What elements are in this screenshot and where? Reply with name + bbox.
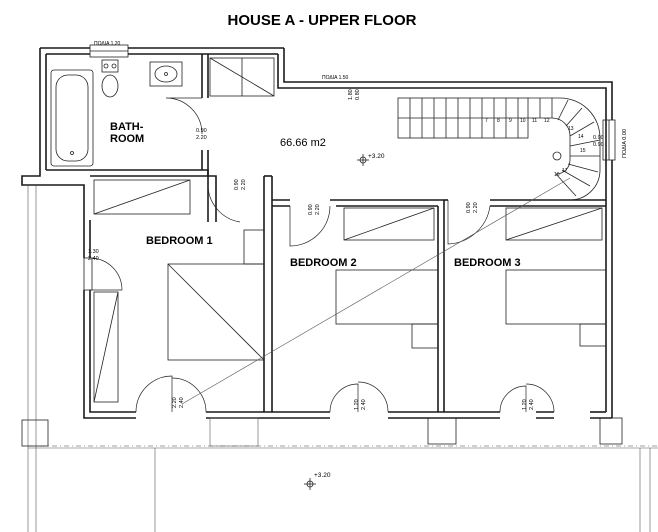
- bedroom2-label: BEDROOM 2: [290, 257, 357, 269]
- bedroom1-wardrobe: [93, 179, 191, 215]
- svg-text:9: 9: [509, 118, 512, 124]
- bed3-balcony-width: 1.20: [522, 399, 528, 410]
- bed3-door-height: 2.20: [473, 202, 479, 213]
- bed2-door-width: 0.90: [308, 204, 314, 215]
- bedroom1-bed: [167, 229, 265, 361]
- bed1-balcony-height: 2.40: [179, 397, 185, 408]
- bathtub: [50, 69, 94, 167]
- bed3-balcony-height: 2.40: [529, 399, 535, 410]
- svg-text:12: 12: [544, 118, 550, 124]
- bathroom-window: [89, 44, 129, 58]
- hall-area-label: 66.66 m2: [280, 137, 326, 149]
- bath-door-width: 0.90: [196, 128, 207, 134]
- plan-title: HOUSE A - UPPER FLOOR: [228, 12, 417, 29]
- interior-walls: [46, 54, 607, 412]
- svg-text:10: 10: [520, 118, 526, 124]
- bathroom-label-1: BATH-: [110, 121, 144, 133]
- level-label-lower: +3.20: [314, 472, 331, 479]
- svg-text:16: 16: [554, 172, 560, 178]
- reference-diagonal: [181, 177, 571, 405]
- bath-door-height: 2.20: [196, 135, 207, 141]
- level-marker-balcony: [304, 478, 316, 490]
- balcony-outline: [21, 185, 658, 532]
- bedroom3-label: BEDROOM 3: [454, 257, 521, 269]
- bedroom1-left-window: [83, 257, 123, 291]
- bed1-door-height: 2.20: [241, 179, 247, 190]
- sill-label-right: ΠΟΔΙΑ 0.00: [622, 129, 628, 158]
- level-marker-hall: [357, 154, 369, 166]
- bedroom2-balcony-door: [329, 381, 389, 413]
- bed2-balcony-height: 2.40: [361, 399, 367, 410]
- bedroom3-balcony-door: [499, 383, 555, 413]
- left-window-width: 1.30: [88, 249, 99, 255]
- toilet: [101, 59, 119, 98]
- bathroom-label-2: ROOM: [110, 133, 144, 145]
- svg-text:11: 11: [532, 118, 537, 124]
- bedroom1-door: [207, 183, 241, 223]
- bathroom-door: [165, 97, 203, 135]
- bedroom2-wardrobe: [343, 207, 435, 241]
- svg-text:7: 7: [485, 118, 488, 124]
- hall-door-small-1: 1.80: [348, 89, 354, 100]
- svg-text:17: 17: [562, 168, 568, 174]
- bedroom1-closet: [93, 291, 119, 403]
- bedroom3-bed: [505, 269, 607, 347]
- stair-numbers: 7 8 9 10 11 12 13 14 15 16 17: [485, 118, 586, 178]
- bed2-balcony-width: 1.20: [354, 399, 360, 410]
- sink: [149, 61, 183, 87]
- bed2-door-height: 2.20: [315, 204, 321, 215]
- bedroom2-bed: [335, 269, 439, 349]
- bed1-balcony-width: 2.20: [172, 397, 178, 408]
- sill-label-top: ΠΟΔΙΑ 1.20: [94, 41, 121, 47]
- svg-text:8: 8: [497, 118, 500, 124]
- staircase: [397, 97, 601, 201]
- bedroom1-balcony-door: [135, 375, 207, 413]
- level-label-upper: +3.20: [368, 153, 385, 160]
- svg-text:15: 15: [580, 148, 586, 154]
- exterior-walls: [21, 47, 613, 419]
- sill-label-hall: ΠΟΔΙΑ 1.50: [322, 75, 349, 81]
- stair-window-height: 0.90: [593, 142, 604, 148]
- svg-text:13: 13: [568, 126, 574, 132]
- bedroom3-wardrobe: [505, 207, 603, 241]
- bedroom1-label: BEDROOM 1: [146, 235, 213, 247]
- hall-door-small-2: 0.80: [355, 89, 361, 100]
- hall-cupboard: [209, 57, 275, 97]
- svg-text:14: 14: [578, 134, 584, 140]
- left-window-height: 2.40: [88, 256, 99, 262]
- bedroom2-door: [289, 205, 331, 247]
- stair-window-width: 0.90: [593, 135, 604, 141]
- bed1-door-width: 0.90: [234, 179, 240, 190]
- bed3-door-width: 0.90: [466, 202, 472, 213]
- right-window: [602, 119, 616, 161]
